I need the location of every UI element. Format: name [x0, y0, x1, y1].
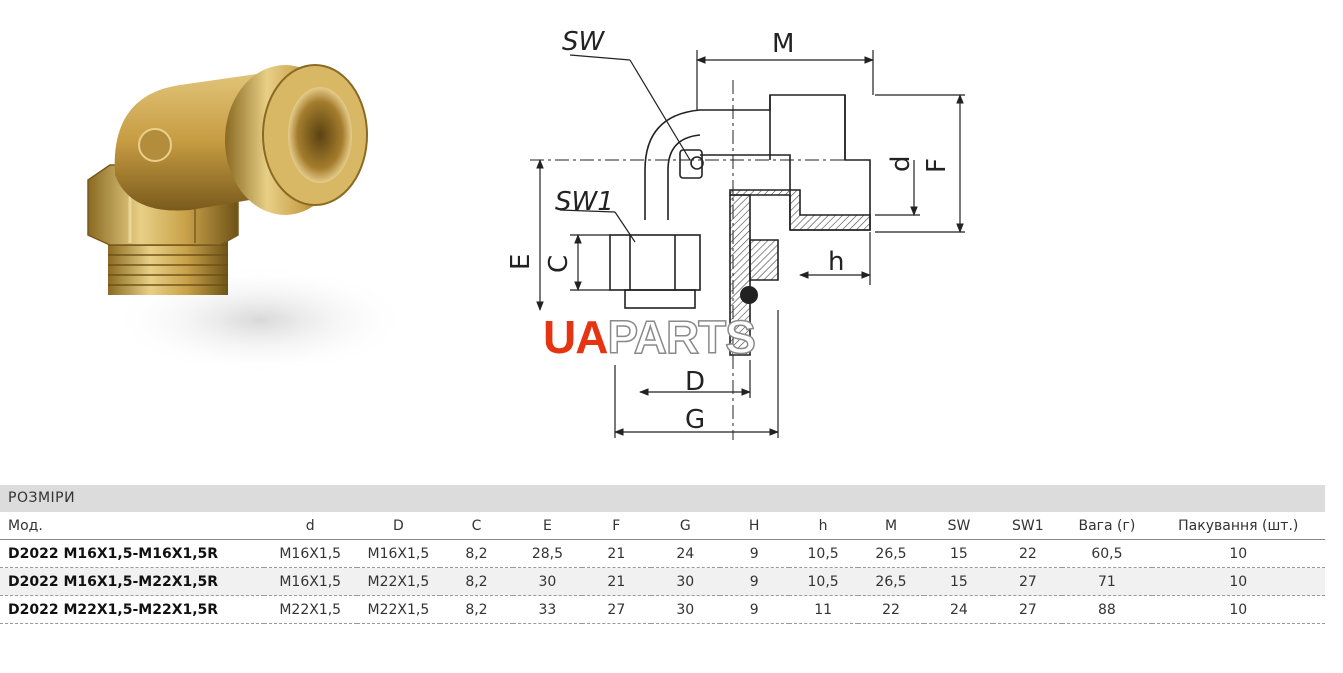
technical-drawing: SW SW1 M d F E C h D G [506, 27, 965, 440]
cell: M16X1,5 [356, 539, 440, 568]
col-header-weight: Вага (г) [1062, 512, 1152, 540]
col-header-h-big: H [719, 512, 789, 540]
table-row: D2022 M16X1,5-M16X1,5R M16X1,5 M16X1,5 8… [0, 539, 1325, 568]
cell: 28,5 [512, 539, 582, 568]
col-header-d-small: d [263, 512, 357, 540]
section-title: РОЗМІРИ [0, 485, 1325, 512]
col-header-m: M [857, 512, 925, 540]
col-header-d-big: D [356, 512, 440, 540]
label-sw: SW [562, 27, 606, 57]
cell: M16X1,5 [263, 539, 357, 568]
cell: 9 [719, 567, 789, 596]
col-header-c: C [439, 512, 513, 540]
watermark-part-a: UA [543, 311, 608, 363]
cell: 8,2 [439, 539, 513, 568]
col-header-sw1: SW1 [993, 512, 1063, 540]
cell: M22X1,5 [263, 595, 357, 624]
cell: 30 [512, 567, 582, 596]
col-header-g: G [650, 512, 720, 540]
cell: 10,5 [788, 567, 858, 596]
col-header-packaging: Пакування (шт.) [1151, 512, 1325, 540]
cell: 8,2 [439, 567, 513, 596]
cell: 11 [788, 595, 858, 624]
cell: 60,5 [1062, 539, 1152, 568]
cell-model: D2022 M16X1,5-M16X1,5R [0, 539, 264, 568]
cell: 22 [857, 595, 925, 624]
col-header-e: E [512, 512, 582, 540]
col-header-sw: SW [924, 512, 994, 540]
cell: M16X1,5 [263, 567, 357, 596]
cell-model: D2022 M22X1,5-M22X1,5R [0, 595, 264, 624]
col-header-f: F [581, 512, 651, 540]
cell: 10,5 [788, 539, 858, 568]
product-photo [87, 64, 400, 375]
cell: 24 [650, 539, 720, 568]
cell: 30 [650, 595, 720, 624]
watermark-part-b: PARTS [607, 311, 757, 363]
cell: 27 [993, 567, 1063, 596]
label-d-big: D [685, 367, 705, 397]
cell: 10 [1151, 567, 1325, 596]
cell: 24 [924, 595, 994, 624]
label-g: G [685, 405, 705, 435]
col-header-h-small: h [788, 512, 858, 540]
cell: 9 [719, 595, 789, 624]
cell: M22X1,5 [356, 567, 440, 596]
label-sw1: SW1 [555, 187, 614, 217]
cell: 9 [719, 539, 789, 568]
cell: 21 [581, 539, 651, 568]
label-e: E [506, 254, 536, 270]
col-header-model: Мод. [0, 512, 264, 540]
table-row: D2022 M22X1,5-M22X1,5R M22X1,5 M22X1,5 8… [0, 595, 1325, 624]
cell: 26,5 [857, 567, 925, 596]
cell: 27 [581, 595, 651, 624]
cell: 10 [1151, 539, 1325, 568]
dimensions-table: Мод. d D C E F G H h M SW SW1 Вага (г) П… [0, 512, 1325, 624]
label-d-small: d [886, 155, 916, 172]
cell: 15 [924, 567, 994, 596]
cell: 15 [924, 539, 994, 568]
label-m: M [772, 29, 794, 59]
dimensions-table-section: РОЗМІРИ Мод. d D C E F G H h M SW SW1 Ва… [0, 485, 1325, 624]
cell: 8,2 [439, 595, 513, 624]
cell: 88 [1062, 595, 1152, 624]
cell: 30 [650, 567, 720, 596]
cell: 22 [993, 539, 1063, 568]
cell-model: D2022 M16X1,5-M22X1,5R [0, 567, 264, 596]
cell: 21 [581, 567, 651, 596]
cell: 27 [993, 595, 1063, 624]
table-header-row: Мод. d D C E F G H h M SW SW1 Вага (г) П… [0, 512, 1325, 540]
label-c: C [544, 255, 574, 273]
label-f: F [922, 158, 952, 173]
label-h: h [828, 247, 844, 277]
cell: 71 [1062, 567, 1152, 596]
uaparts-watermark: UAPARTS [543, 311, 757, 363]
cell: 33 [512, 595, 582, 624]
cell: 10 [1151, 595, 1325, 624]
table-row: D2022 M16X1,5-M22X1,5R M16X1,5 M22X1,5 8… [0, 567, 1325, 596]
cell: M22X1,5 [356, 595, 440, 624]
cell: 26,5 [857, 539, 925, 568]
